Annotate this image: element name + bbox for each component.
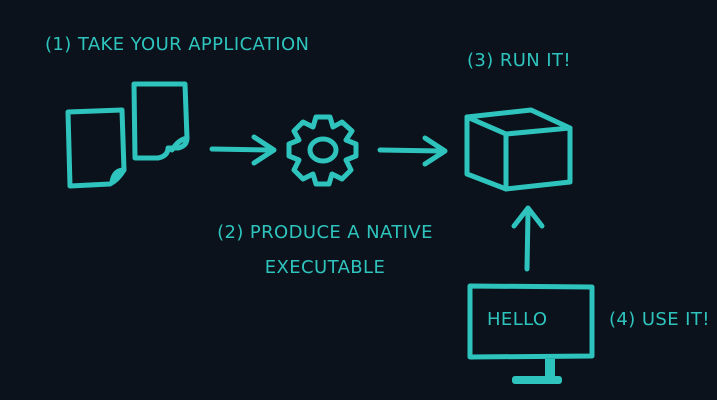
box-icon — [464, 107, 573, 192]
arrow-right-icon — [209, 134, 277, 166]
arrow-up-icon — [511, 205, 545, 272]
step-2-label-line-2: EXECUTABLE — [265, 257, 385, 278]
gear-icon — [286, 114, 359, 187]
step-4-label: (4) USE IT! — [609, 309, 710, 330]
step-1-label: (1) TAKE YOUR APPLICATION — [45, 34, 309, 55]
monitor-icon — [467, 283, 595, 384]
documents-icon — [65, 81, 190, 189]
step-3-label: (3) RUN IT! — [467, 50, 571, 71]
step-2-label-line-1: (2) PRODUCE A NATIVE — [217, 222, 433, 243]
monitor-screen-text: HELLO — [487, 309, 548, 330]
arrow-right-icon — [377, 135, 448, 167]
